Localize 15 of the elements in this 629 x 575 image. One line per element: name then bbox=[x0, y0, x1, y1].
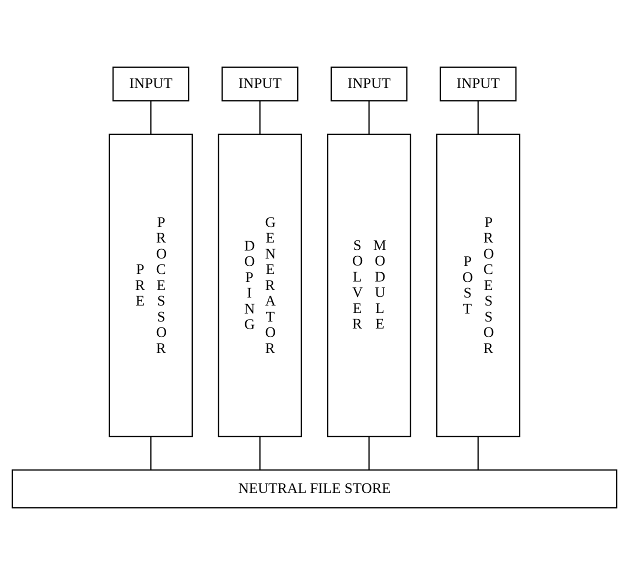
node-box: INPUT bbox=[112, 66, 190, 102]
node-box: P R E P R O C E S S O R bbox=[108, 134, 193, 438]
connector bbox=[259, 100, 261, 134]
node-box: S O L V E R M O D U L E bbox=[326, 134, 412, 438]
node-box: NEUTRAL FILE STORE bbox=[12, 469, 618, 508]
connector bbox=[150, 436, 152, 470]
connector bbox=[368, 100, 370, 134]
connector bbox=[150, 100, 152, 134]
node-box: INPUT bbox=[440, 66, 517, 102]
connector bbox=[259, 436, 261, 470]
node-box: INPUT bbox=[330, 66, 408, 102]
connector bbox=[368, 436, 370, 470]
connector bbox=[478, 436, 479, 470]
connector bbox=[478, 100, 479, 134]
node-box: INPUT bbox=[222, 66, 298, 102]
